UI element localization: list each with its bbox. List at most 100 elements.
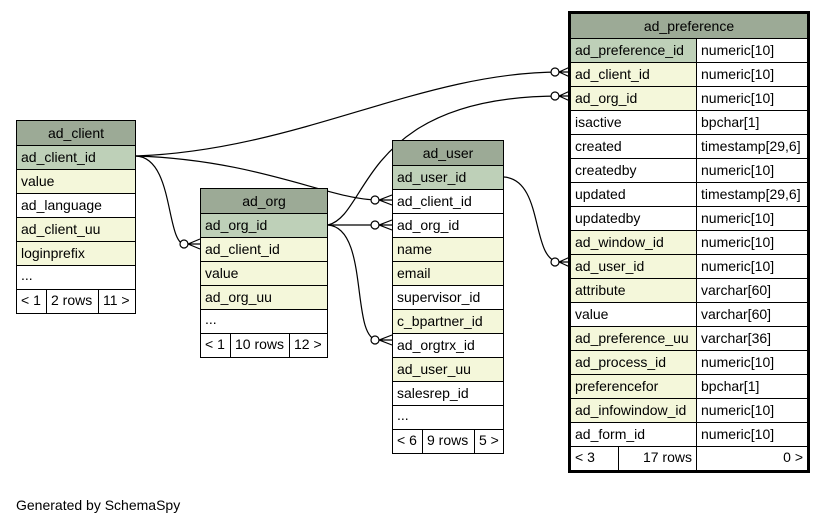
generated-by-label: Generated by SchemaSpy (16, 497, 181, 513)
column-type: varchar[60] (697, 279, 807, 302)
column-type: varchar[60] (697, 303, 807, 326)
table-ad-user[interactable]: ad_user ad_user_id ad_client_id ad_org_i… (392, 140, 504, 454)
column-name: ad_window_id (571, 231, 697, 254)
column-type: numeric[10] (697, 39, 807, 62)
table-title[interactable]: ad_preference (571, 14, 807, 39)
link-client-preference (135, 71, 561, 157)
column-type: numeric[10] (697, 351, 807, 374)
row-count: 10 rows (231, 334, 290, 357)
table-footer: < 3 17 rows 0 > (571, 447, 807, 470)
column-ad-org-id: ad_org_id (393, 214, 503, 238)
column-name: ad_process_id (571, 351, 697, 374)
column-ad-org-id: ad_org_id (201, 214, 327, 238)
column-name: ad_preference_id (571, 39, 697, 62)
column-type: timestamp[29,6] (697, 183, 807, 206)
crowfoot-icon (378, 219, 393, 231)
row-count: 9 rows (423, 430, 475, 453)
table-ad-client[interactable]: ad_client ad_client_id value ad_language… (16, 120, 136, 314)
child-count: 12 > (294, 336, 322, 352)
column-name: isactive (571, 111, 697, 134)
column-type: numeric[10] (697, 87, 807, 110)
column-value: value (17, 170, 135, 194)
table-title[interactable]: ad_client (17, 121, 135, 146)
column-ellipsis: ... (201, 310, 327, 334)
column-ad-client-uu: ad_client_uu (17, 218, 135, 242)
column-ellipsis: ... (17, 266, 135, 290)
column-value: value (201, 262, 327, 286)
column-ad-language: ad_language (17, 194, 135, 218)
column-name: ad_user_id (571, 255, 697, 278)
link-user-preference (503, 176, 561, 263)
column-name: ad_infowindow_id (571, 399, 697, 422)
column-ellipsis: ... (393, 406, 503, 430)
column-loginprefix: loginprefix (17, 242, 135, 266)
column-name: value (571, 303, 697, 326)
column-name: preferencefor (571, 375, 697, 398)
link-end-circle (550, 257, 560, 267)
column-name: ad_client_id (571, 63, 697, 86)
column-name: ad_form_id (571, 423, 697, 446)
table-title[interactable]: ad_org (201, 189, 327, 214)
column-email: email (393, 262, 503, 286)
column-type: numeric[10] (697, 159, 807, 182)
crowfoot-icon (378, 194, 393, 206)
crowfoot-icon (187, 238, 201, 250)
column-type: numeric[10] (697, 399, 807, 422)
link-end-circle (370, 220, 380, 230)
table-footer: < 1 2 rows 11 > (17, 290, 135, 313)
column-type: numeric[10] (697, 231, 807, 254)
link-end-circle (550, 91, 560, 101)
column-ad-org-uu: ad_org_uu (201, 286, 327, 310)
child-count: 11 > (103, 292, 130, 308)
parent-count: < 1 (201, 334, 231, 357)
column-type: timestamp[29,6] (697, 135, 807, 158)
table-footer: < 1 10 rows 12 > (201, 334, 327, 357)
link-org-user-orgtrx (327, 224, 379, 341)
column-type: numeric[10] (697, 255, 807, 278)
column-name: createdby (571, 159, 697, 182)
link-end-circle (370, 195, 380, 205)
table-footer: < 6 9 rows 5 > (393, 430, 503, 453)
table-title[interactable]: ad_user (393, 141, 503, 166)
column-name: updatedby (571, 207, 697, 230)
column-name: ad_preference_uu (571, 327, 697, 350)
column-name: created (571, 135, 697, 158)
child-count: 5 > (479, 432, 499, 448)
column-name: updated (571, 183, 697, 206)
column-name: name (393, 238, 503, 262)
column-type: bpchar[1] (697, 375, 807, 398)
column-type: numeric[10] (697, 207, 807, 230)
parent-count: < 1 (17, 290, 47, 313)
column-type: numeric[10] (697, 423, 807, 446)
column-salesrep-id: salesrep_id (393, 382, 503, 406)
table-ad-org[interactable]: ad_org ad_org_id ad_client_id value ad_o… (200, 188, 328, 358)
link-client-org (135, 155, 187, 246)
column-ad-user-uu: ad_user_uu (393, 358, 503, 382)
link-end-circle (550, 67, 560, 77)
column-ad-client-id: ad_client_id (201, 238, 327, 262)
column-name: ad_org_id (571, 87, 697, 110)
column-supervisor-id: supervisor_id (393, 286, 503, 310)
parent-count: < 6 (393, 430, 423, 453)
column-ad-orgtrx-id: ad_orgtrx_id (393, 334, 503, 358)
link-end-circle (179, 239, 189, 249)
column-type: bpchar[1] (697, 111, 807, 134)
column-name: attribute (571, 279, 697, 302)
row-count: 17 rows (619, 447, 697, 470)
column-ad-user-id: ad_user_id (393, 166, 503, 190)
